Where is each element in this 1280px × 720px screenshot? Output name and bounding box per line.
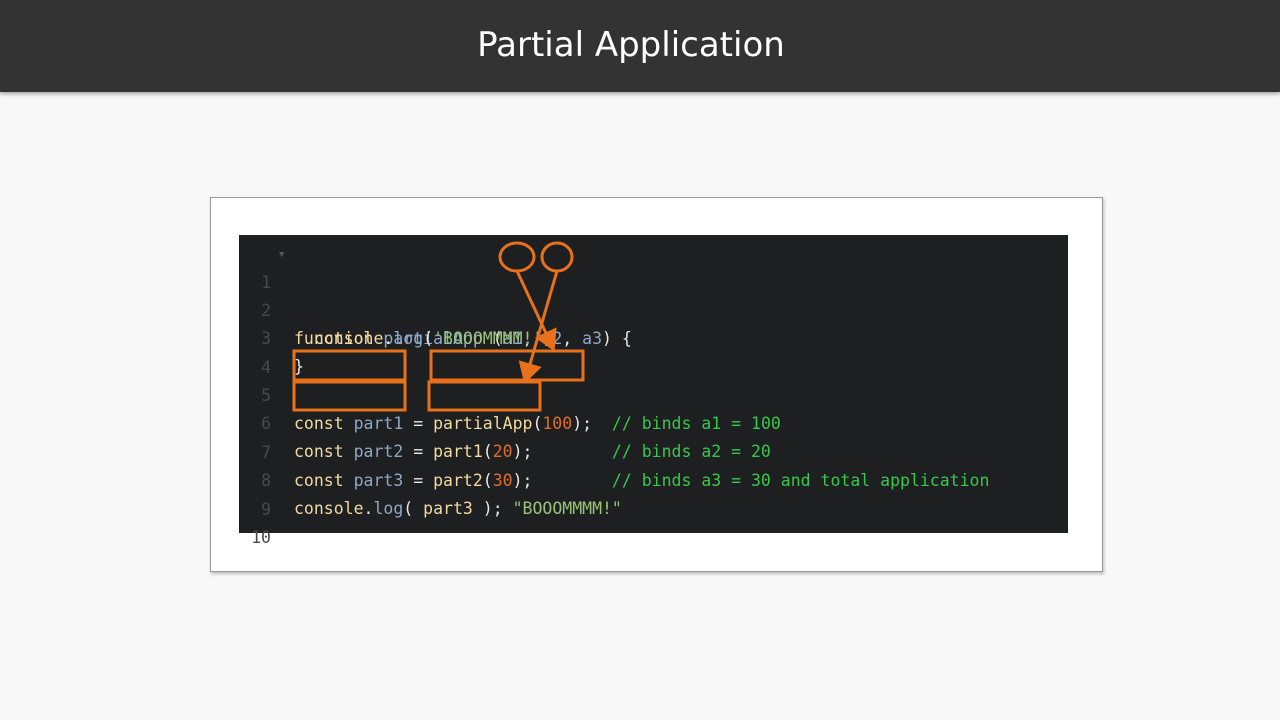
- paren: (: [532, 414, 543, 433]
- paren: );: [472, 499, 513, 518]
- line-number: 9: [261, 500, 271, 519]
- line-number: 5: [261, 386, 271, 405]
- code-line-2: 2 console.log('BOOOMMMM!'): [239, 269, 1068, 348]
- object-name: console: [294, 499, 364, 518]
- comment: // binds a3 = 30 and total application: [532, 471, 990, 490]
- string-literal: 'BOOOMMMM!': [433, 329, 543, 348]
- code-text: const part1 = partialApp(100); // binds …: [294, 410, 781, 438]
- function-call: part2: [433, 471, 483, 490]
- code-line-5: 5 const part1 = partialApp(100); // bind…: [239, 354, 1068, 433]
- code-text: console.log( part3 ); "BOOOMMMM!": [294, 495, 622, 523]
- code-line-1: 1 ▼ function partialApp (a1, a2, a3) {: [239, 241, 1068, 348]
- code-line-6: 6 const part2 = part1(20); // binds a2 =…: [239, 382, 1068, 461]
- paren: (: [482, 329, 503, 348]
- comma: ,: [562, 329, 583, 348]
- line-number: 3: [261, 329, 271, 348]
- line-number: 6: [261, 414, 271, 433]
- operator: =: [403, 442, 434, 461]
- function-call: part1: [433, 442, 483, 461]
- object-name: console: [294, 329, 384, 348]
- method-name: log: [373, 499, 404, 518]
- fold-arrow-icon: ▼: [279, 250, 285, 260]
- operator: =: [403, 471, 434, 490]
- param-a3: a3: [582, 329, 603, 348]
- paren: );: [512, 442, 533, 461]
- line-number: 7: [261, 443, 271, 462]
- line-number: 10: [251, 528, 271, 547]
- code-line-3: 3 }: [239, 297, 1068, 376]
- code-screenshot-frame: 1 ▼ function partialApp (a1, a2, a3) { 2…: [210, 197, 1103, 572]
- code-line-8: 8 console.log( part3 ); "BOOOMMMM!": [239, 439, 1068, 518]
- keyword: function: [294, 329, 374, 348]
- number-literal: 30: [492, 471, 513, 490]
- paren: (: [403, 499, 424, 518]
- slide-title: Partial Application: [477, 25, 785, 65]
- keyword: const: [294, 442, 344, 461]
- code-text: const part3 = part2(30); // binds a3 = 3…: [294, 467, 989, 495]
- code-editor: 1 ▼ function partialApp (a1, a2, a3) { 2…: [239, 235, 1068, 547]
- operator: =: [403, 414, 434, 433]
- method-name: log: [393, 329, 424, 348]
- variable-name: part2: [343, 442, 404, 461]
- paren: (: [423, 329, 434, 348]
- function-call: partialApp: [433, 414, 533, 433]
- number-literal: 20: [492, 442, 513, 461]
- line-number: 1: [261, 273, 271, 292]
- comment: // binds a1 = 100: [592, 414, 781, 433]
- line-number: 8: [261, 471, 271, 490]
- number-literal: 100: [542, 414, 573, 433]
- paren: (: [482, 471, 493, 490]
- line-number: 4: [261, 358, 271, 377]
- argument-name: part3: [423, 499, 473, 518]
- dot: .: [383, 329, 394, 348]
- slide-title-bar: Partial Application: [0, 0, 1280, 92]
- comment: // binds a2 = 20: [532, 442, 771, 461]
- code-line-9: 9: [239, 468, 1068, 519]
- code-text: const part2 = part1(20); // binds a2 = 2…: [294, 438, 771, 466]
- code-line-4: 4: [239, 326, 1068, 377]
- function-name: partialApp: [373, 329, 483, 348]
- paren-brace: ) {: [602, 329, 632, 348]
- code-line-10: 10: [239, 496, 1068, 547]
- variable-name: part1: [343, 414, 404, 433]
- line-number: 2: [261, 301, 271, 320]
- paren: );: [512, 471, 533, 490]
- dot: .: [363, 499, 374, 518]
- paren: (: [482, 442, 493, 461]
- variable-name: part3: [343, 471, 404, 490]
- keyword: const: [294, 414, 344, 433]
- console-output: "BOOOMMMM!": [512, 499, 622, 518]
- keyword: const: [294, 471, 344, 490]
- code-line-7: 7 const part3 = part2(30); // binds a3 =…: [239, 411, 1068, 490]
- paren: );: [572, 414, 593, 433]
